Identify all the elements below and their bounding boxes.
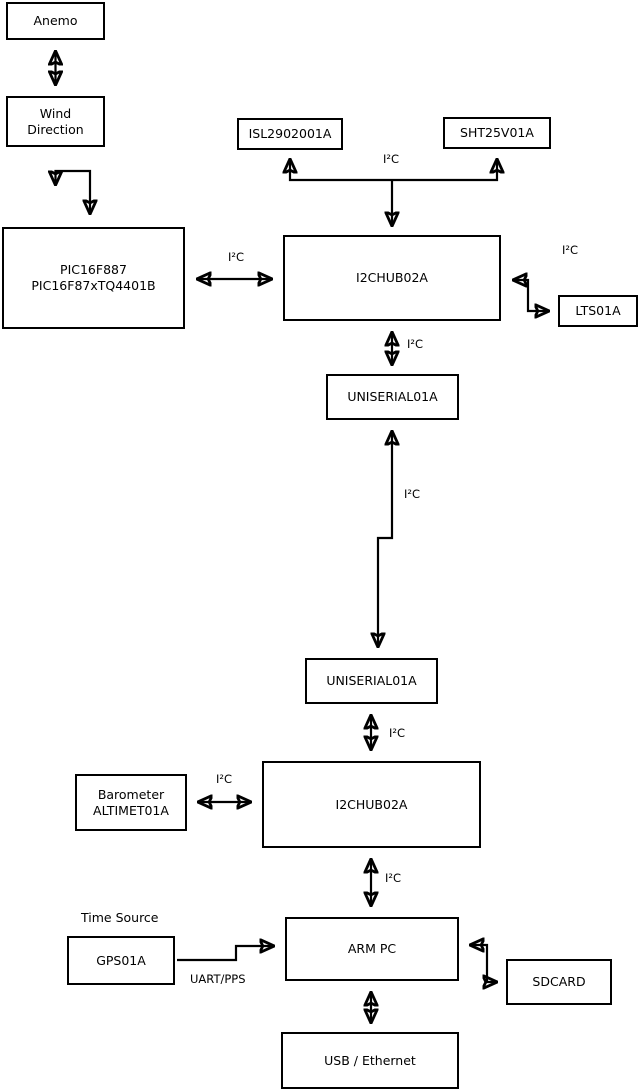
node-wind-direction-label: Wind Direction — [27, 105, 84, 137]
node-uniserial01a-bottom-label: UNISERIAL01A — [326, 673, 417, 689]
wire-gps-armpc — [177, 946, 273, 962]
wire-hub-top-sensors — [290, 160, 497, 225]
node-uniserial01a-bottom[interactable]: UNISERIAL01A — [305, 658, 438, 704]
node-i2chub02a-bottom[interactable]: I2CHUB02A — [262, 761, 481, 848]
edge-label-i2c-hub-uniserial: I²C — [407, 337, 424, 351]
node-i2chub02a-top-label: I2CHUB02A — [356, 270, 428, 286]
node-usb-ethernet-label: USB / Ethernet — [324, 1052, 416, 1068]
edge-label-i2c-uniserial-hub: I²C — [389, 726, 406, 740]
node-barometer-altimet01a[interactable]: Barometer ALTIMET01A — [75, 774, 187, 831]
node-i2chub02a-top[interactable]: I2CHUB02A — [283, 235, 501, 321]
node-barometer-altimet01a-label: Barometer ALTIMET01A — [93, 786, 169, 818]
node-uniserial01a-top[interactable]: UNISERIAL01A — [326, 374, 459, 420]
wire-wind-pic — [56, 169, 91, 213]
node-sdcard[interactable]: SDCARD — [506, 959, 612, 1005]
wire-uniserial-link — [378, 432, 392, 646]
node-sht25v01a-label: SHT25V01A — [460, 125, 534, 141]
node-arm-pc-label: ARM PC — [347, 941, 397, 957]
node-i2chub02a-bottom-label: I2CHUB02A — [335, 796, 408, 812]
edge-label-i2c-pic-hub: I²C — [228, 250, 245, 264]
node-gps01a[interactable]: GPS01A — [67, 936, 175, 985]
node-pic-mcu[interactable]: PIC16F887 PIC16F87xTQ4401B — [2, 227, 185, 329]
edge-label-i2c-uniserial-link: I²C — [404, 487, 421, 501]
node-gps01a-label: GPS01A — [96, 952, 146, 968]
edge-label-i2c-hub-lts: I²C — [562, 243, 579, 257]
edge-label-i2c-barometer-hub: I²C — [216, 772, 233, 786]
node-isl2902001a-label: ISL2902001A — [248, 126, 332, 142]
node-anemo[interactable]: Anemo — [6, 2, 105, 40]
edge-label-uart-pps: UART/PPS — [190, 972, 246, 986]
edge-label-i2c-hub-sensors: I²C — [383, 152, 400, 166]
node-wind-direction[interactable]: Wind Direction — [6, 96, 105, 147]
node-lts01a[interactable]: LTS01A — [558, 295, 638, 327]
node-isl2902001a[interactable]: ISL2902001A — [237, 118, 343, 150]
node-lts01a-label: LTS01A — [575, 303, 621, 319]
edge-label-i2c-hub-armpc: I²C — [385, 871, 402, 885]
node-sdcard-label: SDCARD — [532, 974, 586, 990]
node-usb-ethernet[interactable]: USB / Ethernet — [281, 1032, 459, 1089]
node-sht25v01a[interactable]: SHT25V01A — [443, 117, 551, 149]
wire-armpc-sdcard — [471, 945, 496, 982]
node-anemo-label: Anemo — [33, 13, 78, 29]
label-time-source: Time Source — [81, 910, 159, 925]
node-arm-pc[interactable]: ARM PC — [285, 917, 459, 981]
wire-hub-top-lts — [514, 280, 548, 311]
node-pic-mcu-label: PIC16F887 PIC16F87xTQ4401B — [31, 262, 156, 293]
node-uniserial01a-top-label: UNISERIAL01A — [347, 389, 438, 405]
